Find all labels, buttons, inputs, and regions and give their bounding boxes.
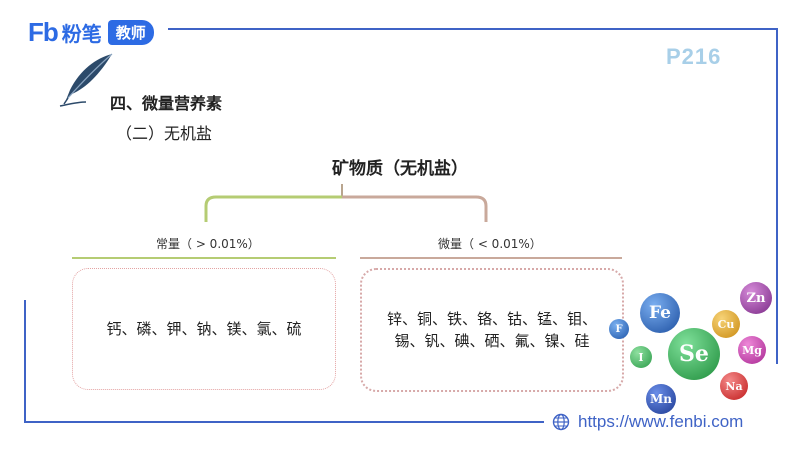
footer-url-text[interactable]: https://www.fenbi.com (578, 412, 744, 431)
macro-minerals-text: 钙、磷、钾、钠、镁、氯、硫 (106, 320, 302, 338)
element-ball-se: Se (668, 328, 720, 380)
element-ball-mn: Mn (646, 384, 676, 414)
element-ball-f: F (609, 319, 629, 339)
logo-name: 粉笔 (61, 21, 102, 46)
diagram-root-title: 矿物质（无机盐） (332, 159, 468, 179)
element-ball-i: I (630, 346, 652, 368)
branch-label-trace: 微量（ < 0.01%） (438, 237, 542, 251)
frame-left-line (24, 300, 26, 422)
element-ball-na: Na (720, 372, 748, 400)
logo-badge: 教师 (107, 19, 154, 45)
logo-brand: Fb (28, 16, 59, 47)
element-ball-fe: Fe (640, 293, 680, 333)
trace-minerals-line-1: 锌、铜、铁、铬、钴、锰、钼、 (386, 310, 597, 328)
element-ball-cu: Cu (712, 310, 740, 338)
macro-minerals-box: 钙、磷、钾、钠、镁、氯、硫 (72, 268, 336, 390)
trace-minerals-box: 锌、铜、铁、铬、钴、锰、钼、 锡、钒、碘、硒、氟、镍、硅 (360, 268, 624, 392)
feather-quill-icon (59, 53, 113, 107)
branch-label-macro: 常量（ > 0.01%） (156, 237, 260, 251)
section-heading: 四、微量营养素 (110, 94, 223, 113)
element-ball-mg: Mg (738, 336, 766, 364)
frame-top-line (168, 28, 778, 30)
subsection-heading: （二）无机盐 (116, 124, 213, 143)
frame-bottom-line (24, 421, 544, 423)
branch-underline-trace (360, 257, 622, 259)
trace-minerals-line-2: 锡、钒、碘、硒、氟、镍、硅 (394, 332, 590, 350)
frame-right-line (776, 28, 778, 364)
page-number: P216 (666, 44, 722, 69)
footer-url[interactable]: https://www.fenbi.com (552, 412, 743, 432)
element-ball-zn: Zn (740, 282, 772, 314)
fenbi-logo: Fb 粉笔 教师 (28, 16, 154, 47)
branch-underline-macro (72, 257, 336, 259)
globe-icon (552, 413, 570, 431)
